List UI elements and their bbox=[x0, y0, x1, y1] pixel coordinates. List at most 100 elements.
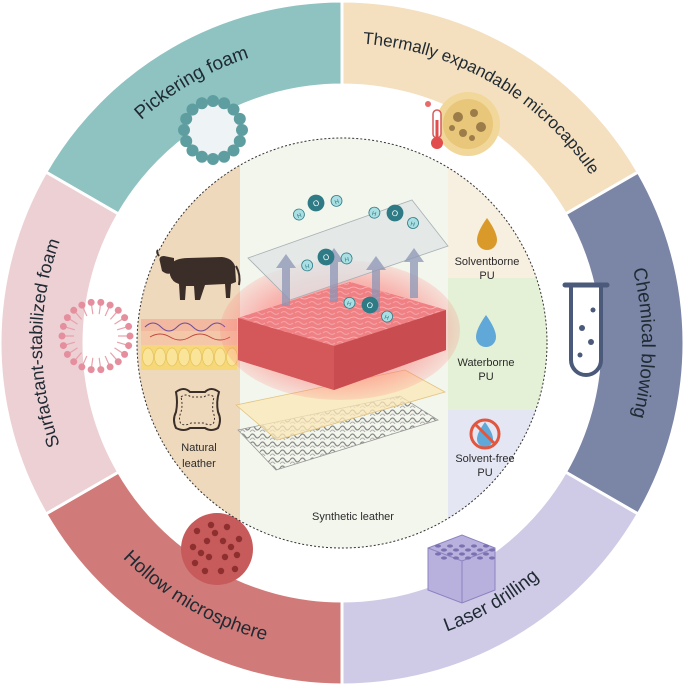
surfactant-head bbox=[87, 366, 95, 374]
surfactant-tail bbox=[66, 341, 76, 346]
surfactant-head bbox=[114, 358, 122, 366]
hydrogen-label: H bbox=[346, 301, 352, 308]
fat-cell bbox=[190, 347, 202, 367]
surfactant-head bbox=[59, 342, 67, 350]
surfactant-head bbox=[58, 332, 66, 340]
microsphere-pore bbox=[189, 543, 197, 551]
water-molecule: H O H bbox=[301, 248, 353, 272]
surfactant-head bbox=[114, 306, 122, 314]
surfactant-tail bbox=[90, 305, 94, 315]
pickering-particle bbox=[207, 95, 219, 107]
microsphere-pore bbox=[235, 535, 243, 543]
microsphere-pore bbox=[217, 567, 225, 575]
microsphere-pore bbox=[207, 521, 215, 529]
surfactant-tail bbox=[75, 312, 83, 320]
pickering-particle bbox=[180, 112, 193, 125]
laser-hole bbox=[489, 556, 495, 560]
surfactant-head bbox=[97, 298, 105, 306]
test-tube-icon bbox=[562, 282, 610, 377]
surfactant-head bbox=[78, 301, 86, 309]
surfactant-tail bbox=[90, 357, 94, 367]
fat-cell bbox=[154, 347, 166, 367]
laser-hole bbox=[459, 544, 465, 548]
microsphere-pore bbox=[201, 567, 209, 575]
surfactant-head bbox=[125, 342, 133, 350]
surfactant-head bbox=[63, 314, 71, 322]
surfactant-tail bbox=[109, 352, 117, 360]
microsphere-pore bbox=[191, 559, 199, 567]
hydrogen-atom bbox=[301, 259, 314, 272]
microsphere-pore bbox=[211, 529, 219, 537]
pickering-particle bbox=[207, 153, 219, 165]
surfactant-tail bbox=[98, 357, 102, 367]
ring-segment-surfactant-stabilized-foam bbox=[0, 169, 121, 517]
pickering-particle bbox=[195, 150, 208, 163]
pickering-particle bbox=[218, 97, 231, 110]
hydrogen-label: H bbox=[334, 199, 340, 206]
laser-hole bbox=[471, 552, 477, 556]
laser-hole bbox=[453, 548, 459, 552]
laser-hole bbox=[483, 552, 489, 556]
surfactant-head bbox=[106, 301, 114, 309]
oxygen-atom bbox=[386, 204, 404, 222]
laser-hole bbox=[435, 552, 441, 556]
honeycomb-block-icon bbox=[427, 534, 496, 604]
fat-cell bbox=[178, 347, 190, 367]
oxygen-atom bbox=[317, 248, 335, 266]
pickering-particle bbox=[180, 135, 193, 148]
natural-leather-label-line1: Natural bbox=[181, 442, 216, 454]
surfactant-tail bbox=[116, 341, 126, 346]
oxygen-label: O bbox=[312, 198, 321, 209]
pickering-particle bbox=[233, 112, 246, 125]
hydrogen-label: H bbox=[305, 264, 310, 271]
microsphere-pore bbox=[205, 553, 213, 561]
hydrogen-label: H bbox=[371, 211, 377, 218]
laser-hole bbox=[441, 556, 447, 560]
laser-hole bbox=[483, 544, 489, 548]
surfactant-tail bbox=[114, 347, 123, 354]
oxygen-label: O bbox=[322, 253, 330, 263]
surfactant-head bbox=[70, 358, 78, 366]
microcapsule-icon bbox=[436, 92, 500, 156]
pickering-particle bbox=[227, 144, 240, 157]
oxygen-label: O bbox=[365, 300, 374, 311]
surfactant-head bbox=[125, 322, 133, 330]
pickering-particle bbox=[186, 103, 199, 116]
pickering-particle bbox=[186, 144, 199, 157]
no-solvent-icon bbox=[469, 418, 501, 450]
cow-icon bbox=[156, 249, 241, 300]
pu-solventborne-line1: Solventborne bbox=[455, 256, 520, 268]
pickering-particle bbox=[218, 150, 231, 163]
surfactant-tail bbox=[109, 312, 117, 320]
pickering-particle bbox=[178, 124, 190, 136]
hydrogen-label: H bbox=[410, 221, 416, 228]
hydrogen-atom bbox=[293, 208, 305, 221]
laser-hole bbox=[459, 552, 465, 556]
microsphere-pore bbox=[233, 551, 241, 559]
laser-hole bbox=[441, 548, 447, 552]
oxygen-label: O bbox=[391, 208, 399, 218]
pickering-particle bbox=[227, 103, 240, 116]
surfactant-head bbox=[121, 350, 129, 358]
surfactant-tail bbox=[82, 355, 88, 365]
microsphere-pore bbox=[231, 565, 239, 573]
laser-hole bbox=[435, 544, 441, 548]
surfactant-tail bbox=[104, 355, 110, 365]
laser-hole bbox=[477, 548, 483, 552]
thermometer-icon bbox=[425, 101, 443, 149]
surfactant-head bbox=[70, 306, 78, 314]
surfactant-head bbox=[87, 298, 95, 306]
surfactant-head bbox=[126, 332, 134, 340]
microsphere-pore bbox=[221, 553, 229, 561]
laser-hole bbox=[477, 556, 483, 560]
synthetic-leather-label: Synthetic leather bbox=[312, 511, 394, 523]
surfactant-tail bbox=[66, 326, 76, 331]
microsphere-pore bbox=[203, 537, 211, 545]
hydrogen-atom bbox=[381, 310, 393, 323]
laser-hole bbox=[489, 548, 495, 552]
hydrogen-label: H bbox=[344, 257, 349, 264]
pu-solvent-free-line2: PU bbox=[477, 467, 492, 479]
